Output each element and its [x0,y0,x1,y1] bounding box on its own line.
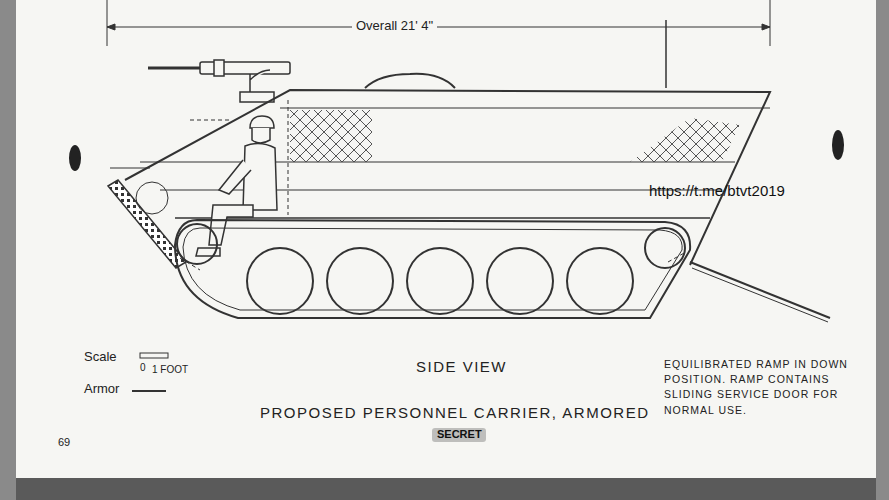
legend-label: Armor [84,382,119,397]
legend-label: Scale [84,350,117,365]
hull [110,74,770,265]
view-title: SIDE VIEW [416,358,507,375]
stamp-blot [432,428,486,442]
armor-hatch [290,110,372,162]
scale-number: 0 [140,362,146,374]
track [175,220,690,318]
page-number: 69 [58,436,70,449]
dimension-line [107,0,770,46]
punch-hole [69,145,81,171]
seated-soldier [196,116,277,256]
scale-unit: 1 FOOT [152,364,188,376]
scale-bar [140,353,168,358]
page-edge [876,0,889,500]
front-ramp [108,180,186,268]
page-edge [0,0,16,500]
antenna [665,20,667,88]
watermark: https://t.me/btvt2019 [649,182,785,199]
machine-gun [148,60,290,102]
caption: PROPOSED PERSONNEL CARRIER, ARMORED [260,404,650,421]
dimension-label: Overall 21' 4" [352,19,437,34]
armor-line-sample [132,390,166,392]
ramp-hinge [136,182,168,214]
punch-hole [832,130,844,160]
page [16,0,876,478]
armor-hatch [630,118,740,162]
ramp-note: EQUILIBRATED RAMP IN DOWN POSITION. RAMP… [664,357,869,418]
rear-ramp [690,262,830,322]
classification-stamp: SECRET [437,428,482,441]
